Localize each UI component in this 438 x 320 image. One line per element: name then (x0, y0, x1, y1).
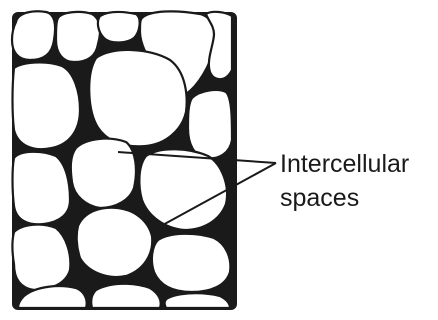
cell (13, 225, 71, 290)
cell-group (12, 11, 232, 308)
cell (71, 139, 136, 208)
intercellular-label-line-1: Intercellular (280, 150, 409, 178)
cell (56, 12, 100, 62)
cell (12, 11, 55, 60)
cell (77, 208, 153, 277)
cell (13, 62, 81, 149)
cell (91, 284, 160, 308)
intercellular-label-line-2: spaces (280, 184, 359, 212)
cell (165, 293, 230, 308)
cell (13, 152, 71, 225)
cell (89, 50, 186, 146)
cell (98, 12, 140, 43)
cell (152, 234, 230, 292)
cell (188, 90, 232, 158)
